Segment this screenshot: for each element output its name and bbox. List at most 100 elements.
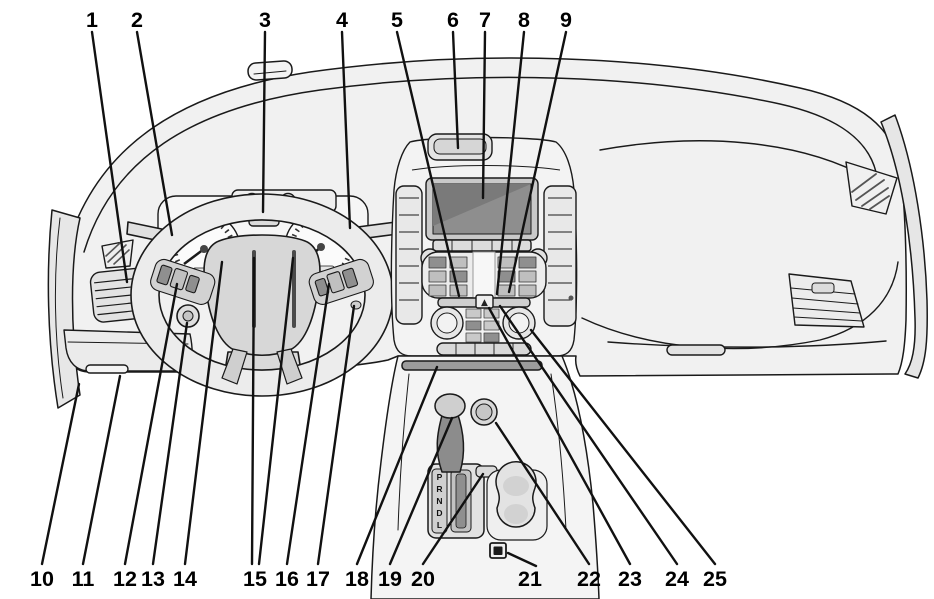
- callout-labels-top: 1 2 3 4 5 6 7 8 9: [86, 8, 572, 32]
- callout-label-17: 17: [306, 567, 330, 591]
- display-button-row: [432, 239, 532, 252]
- cowl-seam: [83, 76, 877, 253]
- passenger-dash-lower-seam: [581, 261, 899, 350]
- callout-line-10: [40, 382, 81, 566]
- callout-label-11: 11: [72, 567, 95, 591]
- callout-label-9: 9: [560, 8, 572, 32]
- glovebox-latch: [666, 344, 726, 356]
- right-air-vent: [788, 273, 865, 328]
- callout-label-16: 16: [275, 567, 299, 591]
- ignition-switch: [350, 300, 362, 310]
- shift-lever: [436, 411, 465, 473]
- gear-label-r: R: [436, 484, 442, 494]
- callout-line-5: [395, 30, 461, 298]
- callout-line-13: [151, 321, 189, 566]
- speedometer-needle: [183, 248, 205, 265]
- callout-label-10: 10: [30, 567, 54, 591]
- callout-label-8: 8: [518, 8, 530, 32]
- callout-line-6: [451, 30, 460, 150]
- steering-wheel: [126, 193, 399, 397]
- callout-label-7: 7: [479, 8, 491, 32]
- stack-top-seam: [411, 165, 561, 171]
- callout-line-22: [494, 421, 591, 566]
- audio-button-panel: [421, 251, 547, 299]
- callout-line-3: [261, 30, 267, 214]
- callout-line-4: [340, 30, 352, 230]
- callout-label-5: 5: [391, 8, 403, 32]
- callout-line-23: [487, 306, 632, 566]
- shifter-assembly: P R N D L: [427, 393, 485, 539]
- callout-line-11: [81, 374, 122, 566]
- gear-label-p: P: [437, 472, 443, 482]
- lower-spoke-left: [221, 348, 248, 385]
- callout-label-22: 22: [577, 567, 601, 591]
- callout-label-12: 12: [113, 567, 137, 591]
- callout-label-1: 1: [86, 8, 98, 32]
- callout-line-9: [507, 30, 568, 294]
- climate-lower-strip: [436, 342, 532, 356]
- callout-line-15b: [257, 256, 295, 566]
- callout-line-2: [135, 30, 174, 237]
- stack-side-vent-left: [395, 185, 423, 325]
- airbag-pad: [203, 234, 321, 357]
- right-corner-tweeter-grille: [845, 161, 898, 215]
- callout-label-15: 15: [243, 567, 267, 591]
- hazard-flasher-button: [475, 294, 494, 309]
- gear-label-l: L: [437, 520, 442, 530]
- glovebox-seam: [607, 340, 887, 348]
- callout-label-21: 21: [518, 567, 542, 591]
- callout-label-23: 23: [618, 567, 642, 591]
- callout-label-3: 3: [259, 8, 271, 32]
- callout-label-24: 24: [665, 567, 689, 591]
- passenger-dash-upper-seam: [599, 140, 869, 179]
- gear-indicator-strip: [431, 468, 448, 534]
- rearview-mirror-mount: [247, 60, 293, 81]
- callout-line-8: [495, 30, 526, 296]
- callout-label-4: 4: [336, 8, 348, 32]
- stack-side-vent-right: [543, 185, 577, 327]
- steering-wheel-controls-right: [308, 258, 374, 305]
- storage-compartment: [427, 133, 493, 161]
- callout-line-7: [481, 30, 487, 200]
- callout-line-17: [316, 304, 356, 566]
- hazard-triangle-icon: ▲: [481, 298, 488, 308]
- power-outlet-button: [489, 542, 507, 559]
- callout-label-25: 25: [703, 567, 727, 591]
- callout-label-14: 14: [173, 567, 197, 591]
- callout-line-18: [355, 365, 439, 566]
- callout-line-16: [285, 282, 331, 566]
- callout-label-19: 19: [378, 567, 402, 591]
- console-edge-left: [397, 373, 410, 531]
- callout-label-20: 20: [411, 567, 435, 591]
- shift-knob: [434, 393, 466, 419]
- callout-line-1: [90, 30, 129, 284]
- right-pillar: [880, 114, 928, 379]
- callout-line-24: [498, 304, 679, 566]
- callout-label-18: 18: [345, 567, 369, 591]
- center-console: P R N D L: [370, 355, 600, 599]
- callout-line-12: [123, 282, 179, 566]
- callout-line-14: [183, 260, 224, 566]
- callout-line-19: [388, 416, 454, 566]
- gear-label-d: D: [436, 508, 442, 518]
- callout-line-15a: [250, 256, 256, 566]
- callout-labels-bottom: 10 11 12 13 14 15 16 17 18 19 20 21 22 2…: [30, 567, 727, 591]
- gear-label-n: N: [436, 496, 442, 506]
- pad-slot-right: [292, 250, 296, 328]
- callout-line-20: [421, 472, 485, 566]
- climate-controls: [430, 306, 536, 356]
- cupholders: [486, 461, 548, 541]
- console-edge-right: [550, 373, 567, 531]
- callout-label-2: 2: [131, 8, 143, 32]
- right-zone: [581, 140, 899, 356]
- callout-line-21: [506, 551, 538, 568]
- left-pillar-seam: [54, 217, 64, 399]
- callout-lines: [40, 30, 717, 568]
- steering-wheel-controls-left: [150, 258, 216, 305]
- callout-label-13: 13: [141, 567, 165, 591]
- hood-release-slot: [85, 364, 129, 374]
- hazard-strip: ▲: [437, 294, 531, 309]
- callout-label-6: 6: [447, 8, 459, 32]
